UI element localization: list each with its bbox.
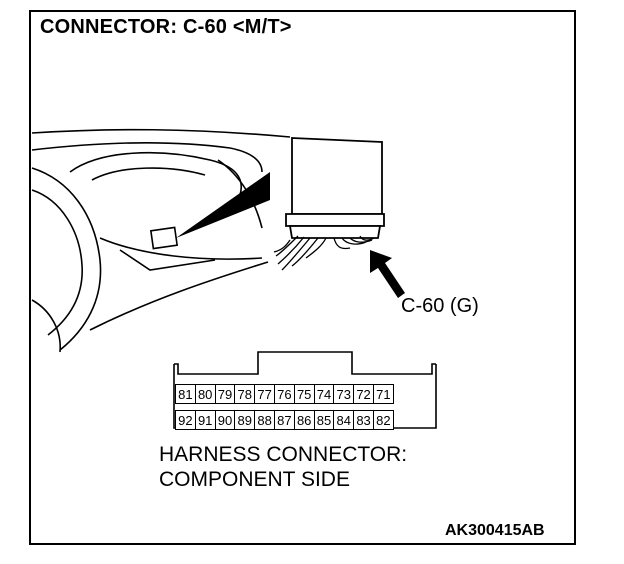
connector-location-marker — [149, 226, 179, 250]
pin-cell: 73 — [333, 384, 355, 404]
lower-dash-panel — [99, 237, 263, 260]
pin-cell: 77 — [254, 384, 275, 404]
steering-column — [31, 299, 61, 353]
connector-id-label: C-60 (G) — [401, 295, 479, 317]
instrument-cluster-hood — [69, 151, 242, 196]
steering-wheel-inner — [31, 189, 83, 336]
pin-cell: 81 — [175, 384, 196, 404]
pin-cell: 79 — [214, 384, 236, 404]
pin-cell: 72 — [353, 384, 374, 404]
pin-cell: 86 — [293, 410, 315, 430]
pin-cell: 92 — [175, 410, 196, 430]
pin-cell: 71 — [372, 384, 394, 404]
dashboard-upper-contour — [31, 142, 263, 173]
connector-arrow — [370, 250, 405, 298]
harness-caption-line1: HARNESS CONNECTOR: — [159, 443, 408, 466]
figure-frame — [29, 10, 576, 545]
pin-cell: 84 — [333, 410, 355, 430]
dashboard-top-edge — [31, 128, 291, 138]
steering-wheel-outer — [31, 167, 102, 351]
instrument-cluster-inner — [91, 167, 206, 181]
pin-cell: 88 — [254, 410, 275, 430]
pin-cell: 76 — [273, 384, 295, 404]
harness-caption-line2: COMPONENT SIDE — [159, 468, 350, 491]
diagram-title: CONNECTOR: C-60 <M/T> — [40, 16, 292, 38]
ecu-unit — [285, 137, 385, 239]
pin-cell: 87 — [273, 410, 295, 430]
pin-cell: 85 — [313, 410, 335, 430]
pin-cell: 78 — [234, 384, 256, 404]
harness-caption: HARNESS CONNECTOR: COMPONENT SIDE — [159, 442, 407, 492]
knee-panel — [119, 249, 216, 271]
pin-cell: 89 — [234, 410, 256, 430]
pin-cell: 80 — [194, 384, 216, 404]
pin-cell: 75 — [293, 384, 315, 404]
pin-row-bottom: 92 91 90 89 88 87 86 85 84 83 82 — [175, 410, 394, 430]
pin-row-top: 81 80 79 78 77 76 75 74 73 72 71 — [175, 384, 394, 404]
pin-cell: 90 — [214, 410, 236, 430]
pin-cell: 74 — [313, 384, 335, 404]
pin-cell: 91 — [194, 410, 216, 430]
pin-cell: 83 — [353, 410, 374, 430]
wire-harness — [273, 235, 375, 271]
callout-wedge — [176, 172, 270, 238]
lower-dash-edge — [89, 261, 269, 331]
figure-code: AK300415AB — [445, 522, 545, 539]
pin-cell: 82 — [372, 410, 394, 430]
